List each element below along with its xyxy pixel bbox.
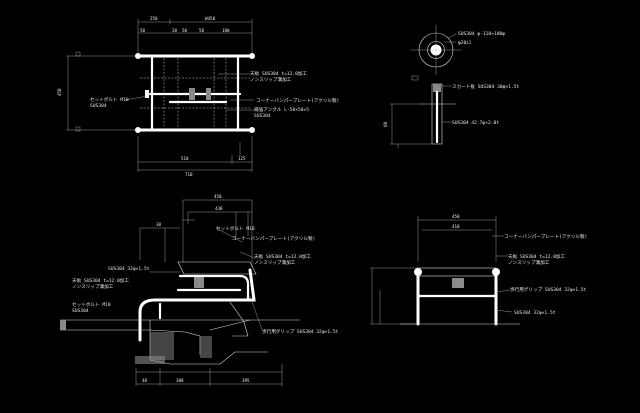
label-elev-nonslip2: ノンスリップ溝加工 xyxy=(72,283,114,290)
label-plan-tread: 天板 SUS304 t=12.0加工 xyxy=(250,70,308,77)
label-elev-set-bolt: セットボルト M10 xyxy=(216,225,255,232)
label-elev-set-bolt2: セットボルト M10 xyxy=(72,301,111,308)
dim-plan-e: 180 xyxy=(222,28,230,33)
label-skirt-plate: スカート板 SUS304 30φ×1.5t xyxy=(452,83,519,90)
dim-section-height: 60 xyxy=(383,121,388,127)
pipe-section-view: SUS304 φ-110×100φ φ20ｴｽ スカート板 SUS304 30φ… xyxy=(383,25,519,148)
dim-plan-height: 450 xyxy=(57,88,62,96)
dim-plan-bot-b: 125 xyxy=(238,156,246,161)
dim-plan-d: 50 xyxy=(199,28,205,33)
dim-elev-b-a: 40 xyxy=(142,378,148,383)
label-pipe-sub: φ20ｴｽ xyxy=(458,40,472,46)
front-elevation-view: 450 410 コーナーバンパープレート(アクリル製) 天板 SUS304 t=… xyxy=(370,214,587,326)
side-elevation-view: 450 430 30 xyxy=(60,194,339,386)
dim-plan-a: 50 xyxy=(140,28,146,33)
label-plan-set-bolt-sub: SUS304 xyxy=(90,103,107,109)
label-front-nonslip: ノンスリップ溝加工 xyxy=(508,259,550,266)
dim-plan-b: 20 xyxy=(172,28,178,33)
label-front-tread: 天板 SUS304 t=12.0加工 xyxy=(508,253,566,260)
label-elev-cornerbumper: コーナーバンパープレート(アクリル製) xyxy=(232,235,315,242)
label-front-sus: SUS304 32φ×1.5t xyxy=(514,310,556,316)
label-plan-set-bolt: セットボルト M10 xyxy=(90,96,129,103)
label-plan-angle-sub: SUS304 xyxy=(254,113,271,119)
label-elev-set-bolt2-sub: SUS304 xyxy=(72,308,89,314)
label-elev-nonslip: ノンスリップ溝加工 xyxy=(254,259,296,266)
dim-elev-mid: 430 xyxy=(215,206,223,211)
dim-elev-b-c: 395 xyxy=(242,378,250,383)
dim-plan-c: 50 xyxy=(182,28,188,33)
label-plan-nonslip: ノンスリップ溝加工 xyxy=(250,76,292,83)
label-elev-tread: 天板 SUS304 t=12.0加工 xyxy=(254,253,312,260)
dim-plan-bot-total: 710 xyxy=(185,172,193,177)
dim-front-mid: 410 xyxy=(452,224,460,229)
label-post-spec: SUS304 42.7φ×2.0t xyxy=(452,120,499,126)
dim-elev-b-b: 380 xyxy=(176,378,184,383)
label-front-cornerbumper: コーナーバンパープレート(アクリル製) xyxy=(504,233,587,240)
label-elev-sus: SUS304 32φ×1.5t xyxy=(108,266,150,272)
dim-plan-top-left: 250 xyxy=(150,16,158,21)
label-front-grip: 歩行用グリップ SUS304 32φ×1.5t xyxy=(510,286,587,293)
label-elev-tread2: 天板 SUS304 t=12.0加工 xyxy=(72,277,130,284)
label-plan-angle: 補強アングル L-50×50×5 xyxy=(254,106,309,113)
dim-plan-top-total: W450 xyxy=(205,16,216,21)
dim-front-top: 450 xyxy=(452,214,460,219)
dim-plan-bot-a: 510 xyxy=(181,156,189,161)
label-elev-grip: 歩行用グリップ SUS304 32φ×1.5t xyxy=(262,328,339,335)
dim-elev-top: 450 xyxy=(214,194,222,199)
label-pipe-spec: SUS304 φ-110×100φ xyxy=(458,31,505,37)
label-plan-cornerbumper: コーナーバンパープレート(アクリル製) xyxy=(256,97,339,104)
dim-elev-h1: 30 xyxy=(156,222,162,227)
plan-view: 250 W450 50 20 50 50 180 450 xyxy=(57,16,339,177)
